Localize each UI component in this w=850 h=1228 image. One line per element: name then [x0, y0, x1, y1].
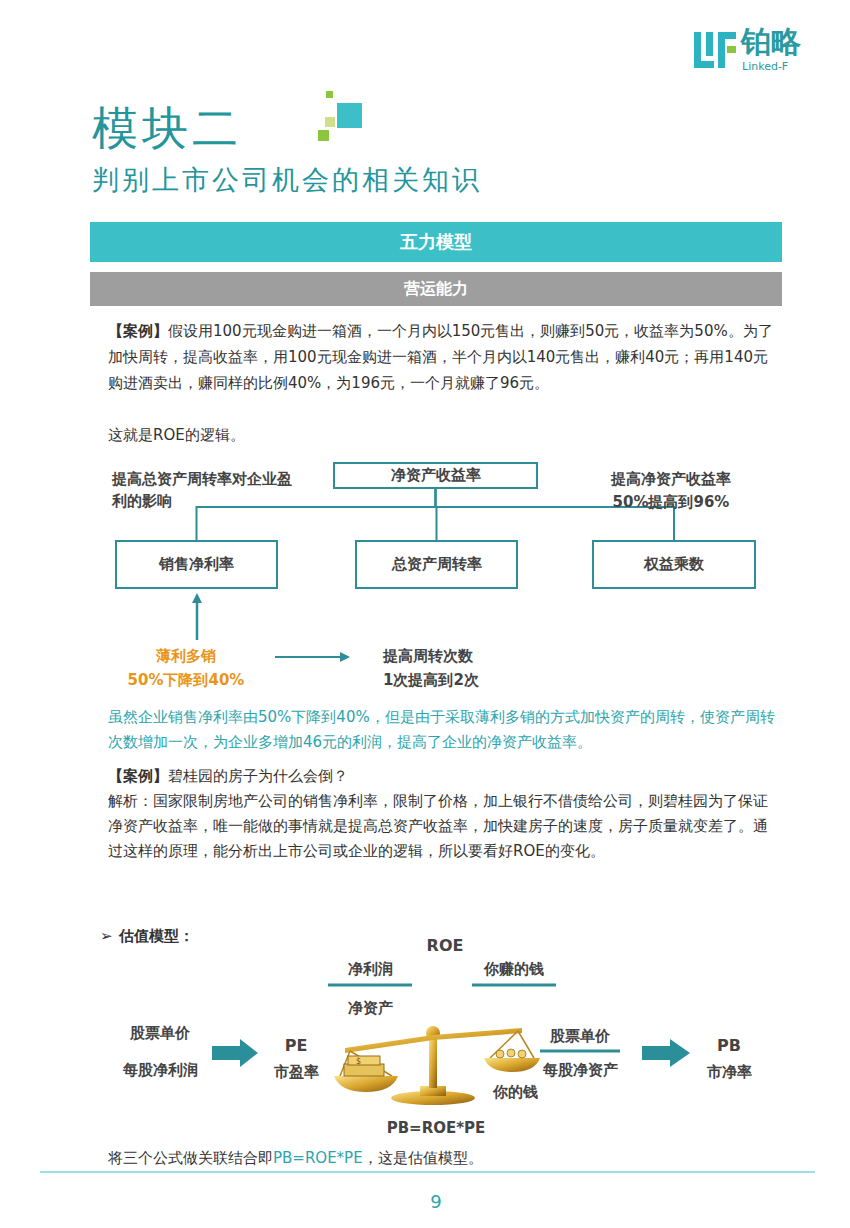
- diagram-note: 1次提高到2次: [383, 669, 479, 691]
- diagram-note-text: 提高净资产收益率: [611, 470, 731, 488]
- formula-term: 市净率: [694, 1060, 764, 1084]
- factor-box: 销售净利率: [115, 540, 278, 589]
- formula-term-text: ROE: [427, 936, 464, 955]
- formula-term: PE: [261, 1034, 331, 1058]
- diagram-note-text: 50%提高到96%: [613, 493, 730, 511]
- page-number: 9: [416, 1190, 456, 1214]
- node-text: 营运能力: [404, 279, 468, 300]
- section-heading-text: 估值模型：: [119, 927, 194, 945]
- highlight-note: 50%下降到40%: [106, 669, 266, 691]
- up-arrow: [196, 598, 199, 640]
- diagram-note: 提高总资产周转率对企业盈利的影响: [112, 468, 306, 512]
- formula-term: 股票单价: [530, 1024, 630, 1048]
- block-arrow: [212, 1039, 258, 1067]
- formula-term-text: 净利润: [348, 960, 393, 978]
- highlight-note: 薄利多销: [106, 645, 266, 667]
- diagram-note: 50%提高到96%: [571, 491, 771, 513]
- case-paragraph-text: 【案例】: [108, 322, 168, 340]
- case-paragraph-text: 【案例】: [108, 767, 168, 785]
- formula-term-text: 你的钱: [493, 1083, 538, 1101]
- page-number-text: 9: [430, 1191, 441, 1212]
- fraction-bar: [540, 1050, 620, 1053]
- diagram-note-text: 1次提高到2次: [383, 671, 479, 689]
- subtitle: 判别上市公司机会的相关知识: [92, 162, 482, 198]
- svg-text:$: $: [356, 1057, 361, 1066]
- conclusion: 将三个公式做关联结合即PB=ROE*PE，这是估值模型。: [108, 1146, 483, 1170]
- highlight-note-text: 薄利多销: [156, 647, 216, 665]
- formula-term-text: 每股净利润: [123, 1061, 198, 1079]
- formula-term-text: PE: [285, 1036, 308, 1055]
- conclusion-text: PB=ROE*PE: [273, 1149, 363, 1167]
- footer-rule: [40, 1172, 815, 1173]
- paragraph-text: 这就是ROE的逻辑。: [108, 426, 245, 444]
- summary-paragraph: 虽然企业销售净利率由50%下降到40%，但是由于采取薄利多销的方式加快资产的周转…: [108, 705, 776, 755]
- node-text: 总资产周转率: [392, 555, 482, 574]
- subsection-band: 营运能力: [90, 272, 782, 306]
- factor-box: 总资产周转率: [355, 540, 518, 589]
- section-heading: ➢ 估值模型：: [100, 924, 194, 948]
- formula-term: 净资产: [320, 996, 420, 1020]
- logo-icon: [694, 32, 736, 68]
- formula-term-text: 你赚的钱: [484, 960, 544, 978]
- formula-term: ROE: [405, 934, 485, 958]
- root-box: 净资产收益率: [333, 462, 538, 489]
- diagram-note-text: 提高周转次数: [383, 647, 473, 665]
- formula-term: PB: [694, 1034, 764, 1058]
- formula-term: 每股净利润: [105, 1058, 215, 1082]
- formula: PB=ROE*PE: [366, 1116, 506, 1140]
- block-arrow: [642, 1039, 690, 1067]
- paragraph: 这就是ROE的逻辑。: [108, 422, 245, 448]
- formula-term: 净利润: [320, 957, 420, 981]
- diagram-note-text: 提高总资产周转率对企业盈利的影响: [112, 470, 292, 510]
- formula-text: PB=ROE*PE: [387, 1119, 486, 1137]
- case-paragraph-text: 碧桂园的房子为什么会倒？: [168, 767, 348, 785]
- right-arrow: [275, 656, 345, 658]
- formula-term: 你赚的钱: [464, 957, 564, 981]
- formula-term-text: 市盈率: [274, 1063, 319, 1081]
- node-text: 销售净利率: [159, 555, 234, 574]
- page-title: 模块二: [92, 100, 242, 156]
- paragraph: 解析：国家限制房地产公司的销售净利率，限制了价格，加上银行不借债给公司，则碧桂园…: [108, 789, 776, 864]
- node-text: 权益乘数: [644, 555, 704, 574]
- case-paragraph: 【案例】假设用100元现金购进一箱酒，一个月内以150元售出，则赚到50元，收益…: [108, 318, 776, 396]
- logo-text-text: 铂略: [741, 24, 801, 59]
- balance-scale: $: [334, 1026, 540, 1105]
- formula-term-text: 股票单价: [550, 1027, 610, 1045]
- formula-term-text: 净资产: [348, 999, 393, 1017]
- summary-paragraph-text: 虽然企业销售净利率由50%下降到40%，但是由于采取薄利多销的方式加快资产的周转…: [108, 708, 775, 751]
- highlight-note-text: 50%下降到40%: [128, 671, 245, 689]
- formula-term: 每股净资产: [530, 1058, 630, 1082]
- fraction-bar: [472, 984, 556, 987]
- formula-term: 市盈率: [261, 1060, 331, 1084]
- node-text: 净资产收益率: [391, 466, 481, 485]
- logo-text: 铂略: [741, 24, 801, 60]
- formula-term: 你的钱: [490, 1080, 541, 1104]
- formula-term: 股票单价: [105, 1021, 215, 1045]
- conclusion-text: ，这是估值模型。: [363, 1149, 483, 1167]
- formula-term-text: 每股净资产: [543, 1061, 618, 1079]
- formula-term-text: 股票单价: [130, 1024, 190, 1042]
- factor-box: 权益乘数: [592, 540, 756, 589]
- case-paragraph-text: 假设用100元现金购进一箱酒，一个月内以150元售出，则赚到50元，收益率为50…: [108, 322, 773, 392]
- diagram-note: 提高净资产收益率: [571, 468, 771, 490]
- conclusion-text: 将三个公式做关联结合即: [108, 1149, 273, 1167]
- paragraph-text: 解析：国家限制房地产公司的销售净利率，限制了价格，加上银行不借债给公司，则碧桂园…: [108, 792, 768, 860]
- logo-subtext-text: Linked-F: [742, 60, 788, 73]
- node-text: 五力模型: [400, 230, 472, 254]
- fraction-bar: [328, 984, 412, 987]
- case-paragraph: 【案例】碧桂园的房子为什么会倒？: [108, 764, 348, 789]
- section-band: 五力模型: [90, 222, 782, 262]
- formula-term-text: 市净率: [707, 1063, 752, 1081]
- formula-term-text: PB: [717, 1036, 741, 1055]
- diagram-note: 提高周转次数: [383, 645, 473, 667]
- title-decoration: [318, 91, 362, 141]
- section-heading-text: ➢: [100, 927, 113, 945]
- subtitle-text: 判别上市公司机会的相关知识: [92, 164, 482, 195]
- logo-subtext: Linked-F: [742, 60, 788, 74]
- tree-connector: [197, 489, 436, 540]
